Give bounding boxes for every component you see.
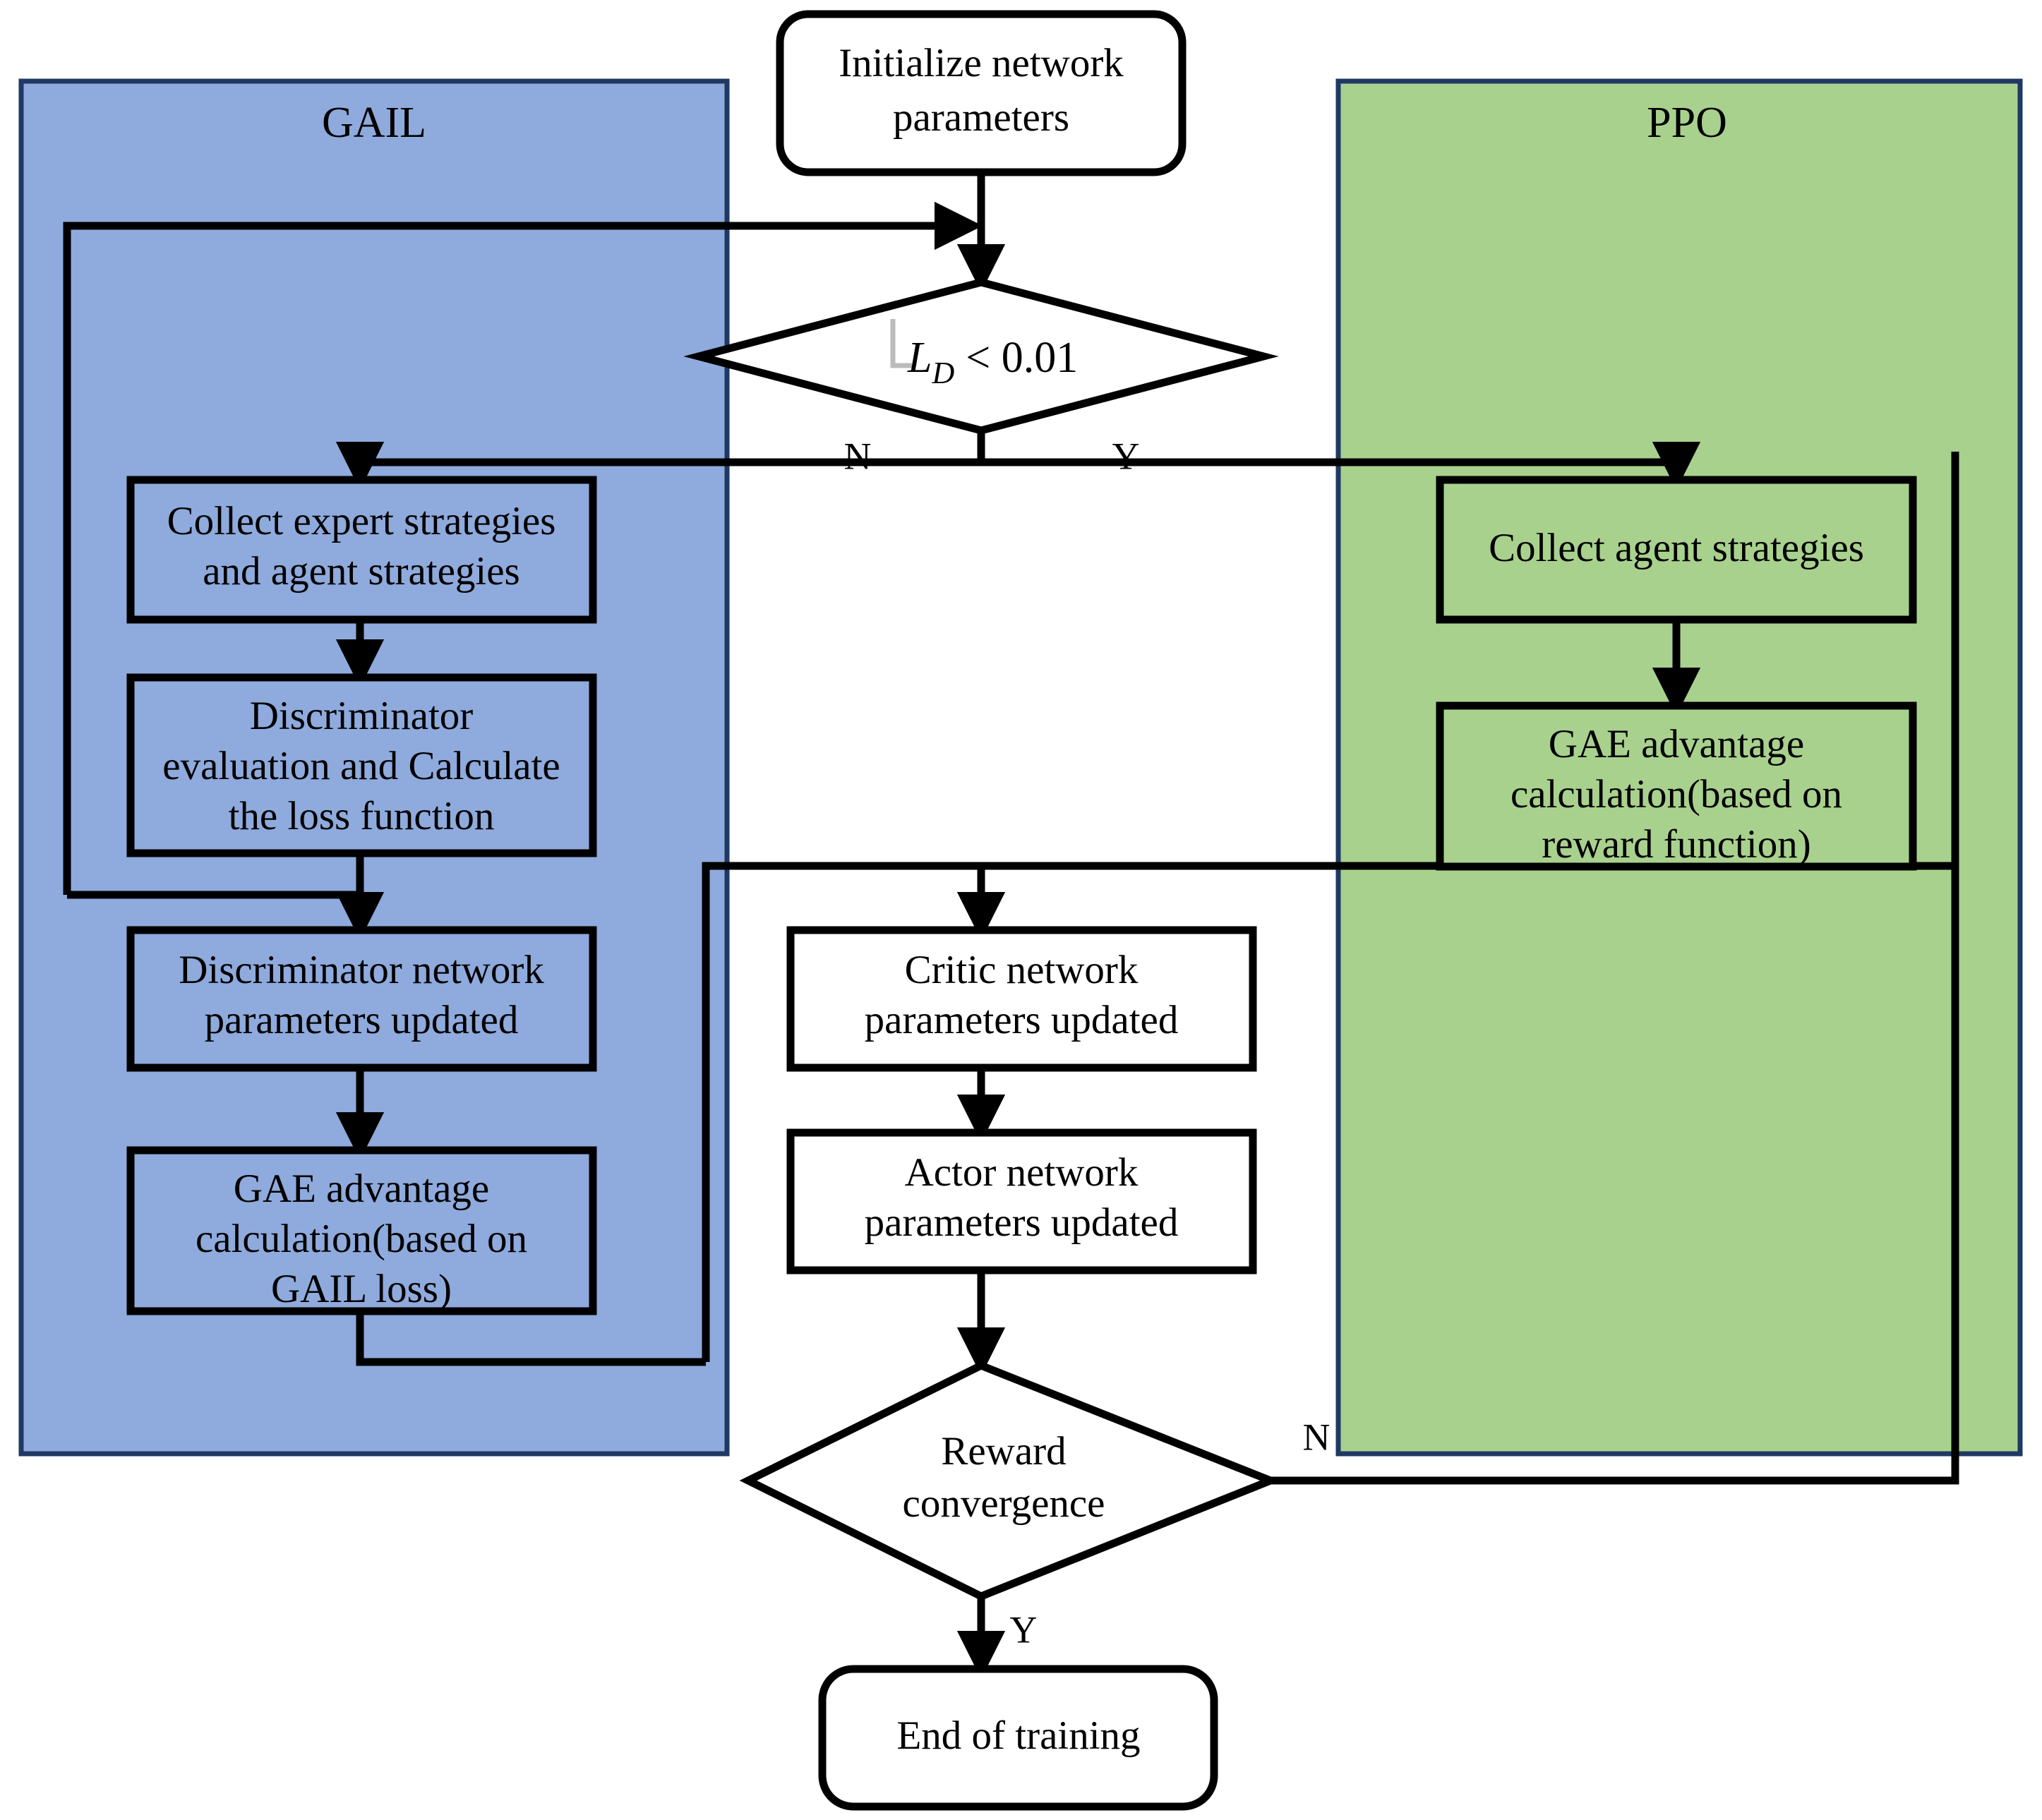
node-shape-rect [1436, 476, 1917, 624]
edge-label-reward-yes: Y [1010, 1608, 1038, 1651]
node-decision-reward-convergence[interactable]: Reward convergence N Y [739, 1361, 1331, 1651]
node-shape-diamond [683, 278, 1279, 435]
node-line: Critic network [905, 948, 1139, 992]
node-line: parameters updated [205, 998, 519, 1042]
node-line: parameters [893, 95, 1069, 140]
node-shape-rounded [776, 10, 1187, 176]
node-shape-diamond [739, 1361, 1281, 1601]
formula-variable: L [907, 334, 932, 382]
node-line: parameters updated [865, 1200, 1179, 1245]
ppo-panel-title: PPO [1647, 99, 1727, 147]
node-line: Actor network [905, 1150, 1139, 1195]
node-line: calculation(based on [196, 1217, 527, 1261]
node-line: GAE advantage [234, 1167, 489, 1211]
node-line: Initialize network [839, 41, 1124, 85]
node-discriminator-evaluation-loss[interactable]: Discriminator evaluation and Calculate t… [126, 673, 597, 857]
node-line: Reward [941, 1429, 1066, 1474]
node-critic-network-parameters-updated[interactable]: Critic network parameters updated [786, 926, 1257, 1072]
node-gae-advantage-gail-loss[interactable]: GAE advantage calculation(based on GAIL … [126, 1146, 597, 1315]
node-decision-ld-threshold[interactable]: LD < 0.01 N Y [683, 278, 1279, 477]
node-line: parameters updated [865, 998, 1179, 1042]
node-line: GAIL loss) [271, 1267, 452, 1311]
node-shape-rect [126, 673, 597, 857]
node-shape-rect [126, 926, 597, 1072]
node-line: calculation(based on [1511, 772, 1842, 816]
node-shape-rect [1436, 701, 1917, 871]
node-line: convergence [903, 1481, 1105, 1526]
node-shape-rect [126, 476, 597, 624]
node-line: and agent strategies [203, 549, 520, 593]
edge-label-reward-no: N [1303, 1416, 1331, 1458]
node-initialize-network-parameters[interactable]: Initialize network parameters [776, 10, 1187, 176]
node-collect-expert-and-agent-strategies[interactable]: Collect expert strategies and agent stra… [126, 476, 597, 624]
node-collect-agent-strategies[interactable]: Collect agent strategies [1436, 476, 1917, 624]
edge-label-decision-yes: Y [1112, 435, 1140, 477]
node-line: Collect agent strategies [1489, 526, 1864, 570]
node-shape-rounded [818, 1665, 1218, 1811]
formula-subscript: D [931, 356, 954, 390]
node-shape-rect [786, 1128, 1257, 1274]
node-actor-network-parameters-updated[interactable]: Actor network parameters updated [786, 1128, 1257, 1274]
node-line: GAE advantage [1549, 722, 1804, 766]
formula-rest: < 0.01 [966, 334, 1078, 382]
node-line: Discriminator network [179, 948, 544, 992]
node-line: the loss function [229, 794, 495, 838]
node-line: End of training [896, 1713, 1140, 1758]
edge-gae-gail-to-center-rail [356, 1311, 706, 1366]
node-formula: LD < 0.01 [907, 334, 1078, 390]
node-gae-advantage-reward-function[interactable]: GAE advantage calculation(based on rewar… [1436, 701, 1917, 871]
node-shape-rect [786, 926, 1257, 1072]
edge-gail-feedback-to-decision [63, 201, 983, 895]
edge-reward-no-loop [1271, 452, 1959, 1485]
node-line: Collect expert strategies [167, 499, 556, 543]
node-line: Discriminator [250, 694, 474, 738]
formula-bracket-artifact [890, 319, 912, 368]
node-line: evaluation and Calculate [162, 744, 560, 788]
edge-label-decision-no: N [844, 435, 872, 477]
node-shape-rect [126, 1146, 597, 1315]
edge-decision-yes-to-collect-agent [981, 442, 1701, 490]
gail-panel-title: GAIL [322, 99, 426, 147]
node-line: reward function) [1542, 822, 1810, 867]
node-discriminator-network-parameters-updated[interactable]: Discriminator network parameters updated [126, 926, 597, 1072]
node-end-of-training[interactable]: End of training [818, 1665, 1218, 1811]
